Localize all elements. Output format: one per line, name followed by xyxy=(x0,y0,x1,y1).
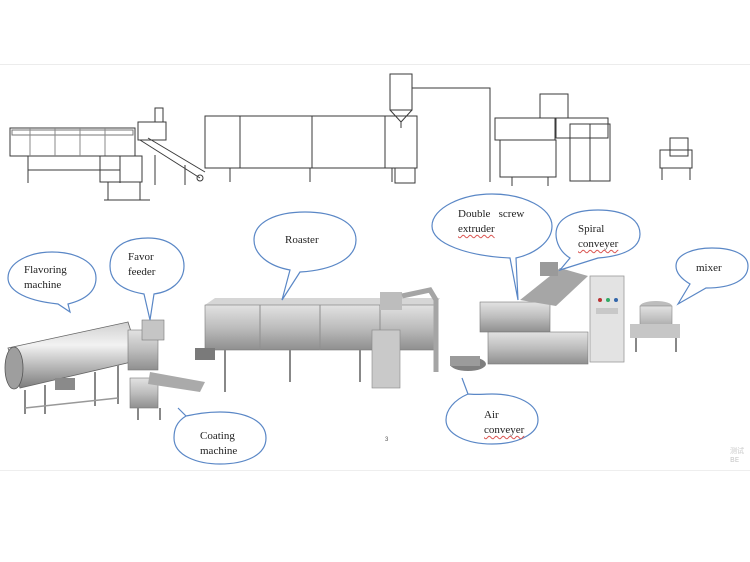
label-flavoring-machine: Flavoring machine xyxy=(24,263,67,293)
watermark-line1: 测试 xyxy=(730,447,744,455)
label-flavoring-line2: machine xyxy=(24,279,62,291)
mixer-unit xyxy=(630,301,680,352)
label-air-line2: conveyer xyxy=(484,424,525,436)
label-mixer: mixer xyxy=(696,261,722,276)
schematic-extruder xyxy=(494,93,611,186)
label-favor-feeder: Favor feeder xyxy=(128,250,155,280)
watermark-line2: BE xyxy=(730,456,740,464)
label-favor-line1: Favor xyxy=(128,251,154,263)
bubble-spiral xyxy=(555,209,641,272)
control-cabinet xyxy=(589,275,625,363)
label-coating-machine: Coating machine xyxy=(200,429,237,459)
label-air-conveyer: Air conveyer xyxy=(484,408,524,438)
label-spiral-conveyer: Spiral conveyer xyxy=(578,222,618,252)
roaster-unit xyxy=(195,287,440,392)
label-spiral-line1: Spiral xyxy=(578,223,605,235)
schematic-feeder xyxy=(137,107,206,185)
bubble-flavoring xyxy=(7,251,97,314)
top-divider xyxy=(0,64,750,65)
bubble-roaster xyxy=(253,211,357,301)
label-extruder-line2: extruder xyxy=(458,223,495,235)
bottom-divider xyxy=(0,470,750,471)
label-coating-line1: Coating xyxy=(200,430,235,442)
label-mixer-line1: mixer xyxy=(696,262,722,274)
schematic-cyclone xyxy=(389,73,491,182)
bubble-mixer xyxy=(675,247,749,306)
schematic-flavoring-machine xyxy=(9,127,150,201)
watermark: 测试 BE xyxy=(730,447,744,465)
double-screw-extruder-unit xyxy=(479,262,589,365)
bubble-extruder xyxy=(431,193,553,301)
schematic-mixer xyxy=(659,137,693,180)
page-number: 3 xyxy=(385,437,389,443)
label-flavoring-line1: Flavoring xyxy=(24,264,67,276)
bubble-favor-feeder xyxy=(109,237,185,321)
air-conveyer-unit xyxy=(450,356,486,371)
label-favor-line2: feeder xyxy=(128,266,156,278)
schematic-roaster xyxy=(204,115,418,184)
flavoring-machine-drum xyxy=(4,321,141,414)
label-extruder-line1: Double screw xyxy=(458,208,525,220)
label-spiral-line2: conveyer xyxy=(578,238,619,250)
label-double-screw-extruder: Double screw extruder xyxy=(458,207,524,237)
label-roaster-line1: Roaster xyxy=(285,234,319,246)
bubble-air xyxy=(445,377,539,445)
feeder-and-coating xyxy=(127,319,205,420)
label-air-line1: Air xyxy=(484,409,499,421)
label-coating-line2: machine xyxy=(200,445,238,457)
label-roaster: Roaster xyxy=(285,233,319,248)
bubble-coating xyxy=(173,407,267,465)
